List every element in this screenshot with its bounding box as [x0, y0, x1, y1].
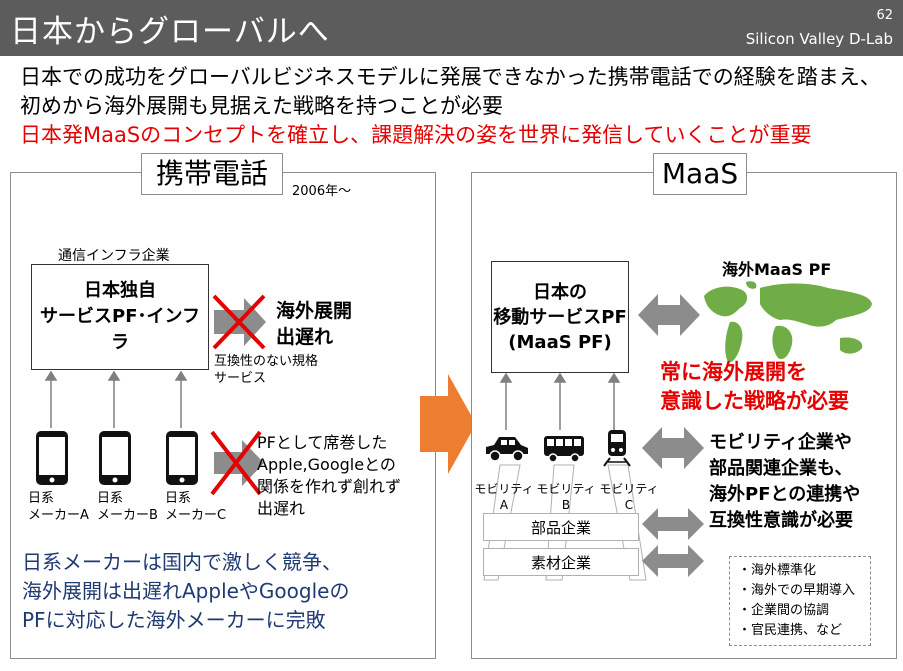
- result-2-line-3: 関係を作れず創れず: [257, 477, 402, 496]
- left-summary: 日系メーカーは国内で激しく競争、 海外展開は出遅れAppleやGoogleの P…: [22, 548, 349, 635]
- phone-icon: [36, 431, 68, 485]
- coop-line-3: 海外PFとの連携や: [709, 484, 861, 505]
- parts-companies-band: 部品企業: [483, 513, 639, 541]
- slide-number: 62: [876, 8, 893, 23]
- materials-companies-band: 素材企業: [483, 548, 639, 576]
- compat-note: 互換性のない規格 サービス: [214, 353, 318, 387]
- maker-c-line-1: 日系: [165, 491, 192, 506]
- summary-line-3: PFに対応した海外メーカーに完敗: [22, 608, 326, 632]
- maker-c-line-2: メーカーC: [165, 508, 227, 523]
- world-map-icon: [704, 281, 872, 363]
- intro-line-3: 日本発MaaSのコンセプトを確立し、課題解決の姿を世界に発信していくことが重要: [20, 123, 812, 147]
- maas-box-line-2: 移動サービスPF: [493, 306, 627, 328]
- red-strategy-text: 常に海外展開を 意識した戦略が必要: [660, 358, 849, 416]
- result-2-line-2: Apple,Googleとの: [257, 455, 396, 474]
- japan-service-pf-box: 日本独自 サービスPF･インフラ: [31, 264, 209, 370]
- brand-label: Silicon Valley D-Lab: [745, 30, 893, 48]
- maker-c-label: 日系 メーカーC: [165, 490, 226, 524]
- header-bar: [0, 0, 903, 56]
- year-label: 2006年～: [292, 184, 352, 199]
- result-1-line-1: 海外展開: [276, 300, 353, 322]
- box-line-2: サービスPF･インフラ: [40, 306, 200, 353]
- mobile-phone-label: 携帯電話: [141, 153, 283, 195]
- red-line-2: 意識した戦略が必要: [660, 389, 849, 413]
- mobile-phone-panel: [10, 172, 436, 659]
- mobility-up-arrows: [499, 372, 621, 430]
- bullet-item: ・官民連携、など: [738, 623, 843, 638]
- bullet-item: ・海外での早期導入: [738, 583, 856, 598]
- maker-b-label: 日系 メーカーB: [97, 490, 158, 524]
- result-1-line-2: 出遅れ: [276, 326, 334, 348]
- intro-line-1: 日本での成功をグローバルビジネスモデルに発展できなかった携帯電話での経験を踏まえ…: [20, 65, 881, 89]
- double-arrow-4: [642, 545, 704, 577]
- maas-label: MaaS: [653, 153, 747, 195]
- result-1-text: 海外展開 出遅れ: [276, 298, 352, 350]
- result-2-text: PFとして席巻した Apple,Googleとの 関係を作れず創れず 出遅れ: [257, 432, 401, 520]
- double-arrow-2: [642, 427, 704, 469]
- coop-line-2: 部品関連企業も、: [709, 458, 853, 479]
- double-arrow-1: [638, 294, 700, 336]
- transition-arrow: [420, 374, 476, 474]
- summary-line-1: 日系メーカーは国内で激しく競争、: [22, 550, 342, 574]
- double-arrow-3: [642, 508, 704, 540]
- bus-icon: [544, 436, 584, 463]
- blocked-arrow-2: [210, 430, 264, 496]
- cooperation-text: モビリティ企業や 部品関連企業も、 海外PFとの連携や 互換性意識が必要: [709, 430, 860, 534]
- maker-a-line-2: メーカーA: [28, 508, 89, 523]
- bullet-item: ・海外標準化: [738, 563, 817, 578]
- maker-b-line-1: 日系: [97, 491, 124, 506]
- box-line-1: 日本独自: [84, 280, 156, 301]
- action-list: ・海外標準化 ・海外での早期導入 ・企業間の協調 ・官民連携、など: [729, 556, 871, 646]
- gray-arrow: [214, 440, 264, 486]
- red-x-line: [212, 294, 266, 350]
- maker-a-label: 日系 メーカーA: [28, 490, 89, 524]
- infra-label: 通信インフラ企業: [58, 248, 170, 264]
- phone-icon: [99, 431, 131, 485]
- maas-box-line-1: 日本の: [533, 281, 587, 303]
- compat-line-1: 互換性のない規格: [214, 354, 319, 369]
- summary-line-2: 海外展開は出遅れAppleやGoogleの: [22, 579, 350, 603]
- mobility-a-label: モビリティA: [474, 482, 534, 512]
- bullet-item: ・企業間の協調: [738, 603, 830, 618]
- coop-line-4: 互換性意識が必要: [709, 510, 853, 531]
- red-line-1: 常に海外展開を: [660, 360, 807, 384]
- overseas-maas-label: 海外MaaS PF: [722, 260, 832, 279]
- red-x-line: [210, 430, 262, 496]
- mobility-c-label: モビリティC: [599, 482, 659, 512]
- train-icon: [603, 430, 631, 467]
- industry-pyramid: [483, 464, 647, 581]
- maker-b-line-2: メーカーB: [97, 508, 158, 523]
- maas-box-line-3: (MaaS PF): [508, 331, 612, 353]
- phone-icon: [166, 431, 198, 485]
- car-icon: [486, 437, 528, 462]
- japan-mobility-pf-box: 日本の 移動サービスPF (MaaS PF): [491, 261, 629, 373]
- maker-a-line-1: 日系: [28, 491, 55, 506]
- slide-title: 日本からグローバルへ: [10, 14, 330, 50]
- coop-line-1: モビリティ企業や: [709, 432, 852, 453]
- result-2-line-4: 出遅れ: [257, 499, 306, 518]
- result-2-line-1: PFとして席巻した: [257, 433, 388, 452]
- phone-up-arrows: [44, 370, 188, 428]
- blocked-arrow-1: [212, 294, 266, 350]
- compat-line-2: サービス: [214, 371, 267, 386]
- intro-line-2: 初めから海外展開も見据えた戦略を持つことが必要: [20, 94, 503, 118]
- mobility-b-label: モビリティB: [536, 482, 596, 512]
